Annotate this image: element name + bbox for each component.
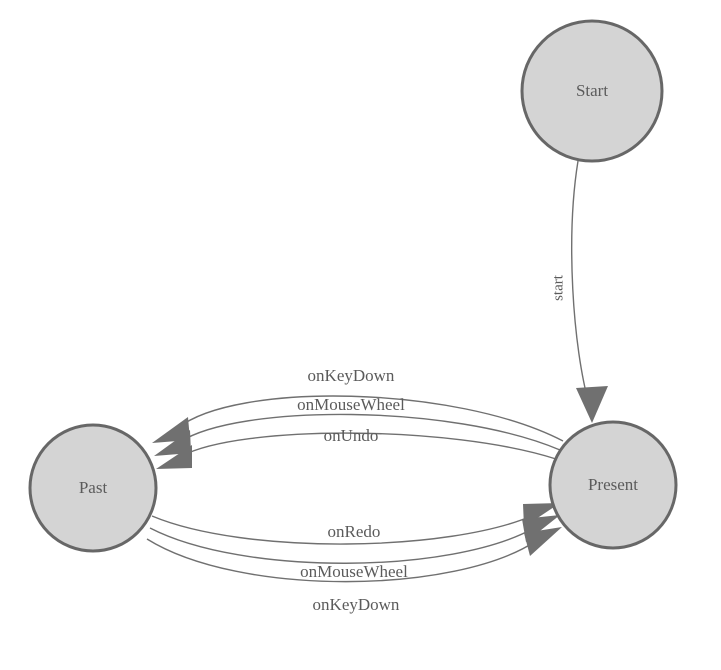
node-present-circle <box>548 420 678 550</box>
node-present[interactable]: Present <box>548 420 678 550</box>
edge-present-to-past-onundo[interactable]: onUndo <box>156 426 557 469</box>
edge-label-present-past-onkeydown: onKeyDown <box>308 366 395 385</box>
edge-start-to-present[interactable]: start <box>550 160 608 423</box>
edge-start-to-present-path <box>571 160 591 409</box>
edge-label-present-past-onundo: onUndo <box>324 426 379 445</box>
edge-start-to-present-arrowhead <box>576 386 608 423</box>
edge-present-to-past-onmousewheel[interactable]: onMouseWheel <box>154 395 561 456</box>
edge-present-to-past-onkeydown-path <box>177 395 564 442</box>
edge-present-to-past-onundo-arrowhead <box>156 445 192 469</box>
edge-present-to-past-onkeydown[interactable]: onKeyDown <box>152 366 564 443</box>
node-start-label: Start <box>576 81 608 100</box>
node-past-circle <box>28 423 158 553</box>
edge-present-to-past-onkeydown-arrowhead <box>152 417 190 443</box>
edge-label-past-present-onkeydown: onKeyDown <box>313 595 400 614</box>
edge-present-to-past-onmousewheel-path <box>179 413 561 451</box>
edge-past-to-present-onmousewheel-path <box>149 527 535 564</box>
node-past[interactable]: Past <box>28 423 158 553</box>
edge-label-past-present-onredo: onRedo <box>328 522 381 541</box>
node-present-label: Present <box>588 475 638 494</box>
edge-past-to-present-onredo[interactable]: onRedo <box>151 503 560 545</box>
edge-past-to-present-onkeydown-path <box>146 538 537 583</box>
edge-label-past-present-onmousewheel: onMouseWheel <box>300 562 408 581</box>
edge-past-to-present-onkeydown[interactable]: onKeyDown <box>146 527 562 614</box>
edge-past-to-present-onredo-path <box>151 514 535 545</box>
edge-present-to-past-onmousewheel-arrowhead <box>154 430 191 456</box>
node-start-circle <box>520 19 664 163</box>
edge-label-present-past-onmousewheel: onMouseWheel <box>297 395 405 414</box>
edge-present-to-past-onundo-path <box>181 432 557 460</box>
edge-past-to-present-onkeydown-arrowhead <box>524 527 562 556</box>
node-past-label: Past <box>79 478 108 497</box>
edge-label-start: start <box>550 274 566 301</box>
node-start[interactable]: Start <box>520 19 664 163</box>
